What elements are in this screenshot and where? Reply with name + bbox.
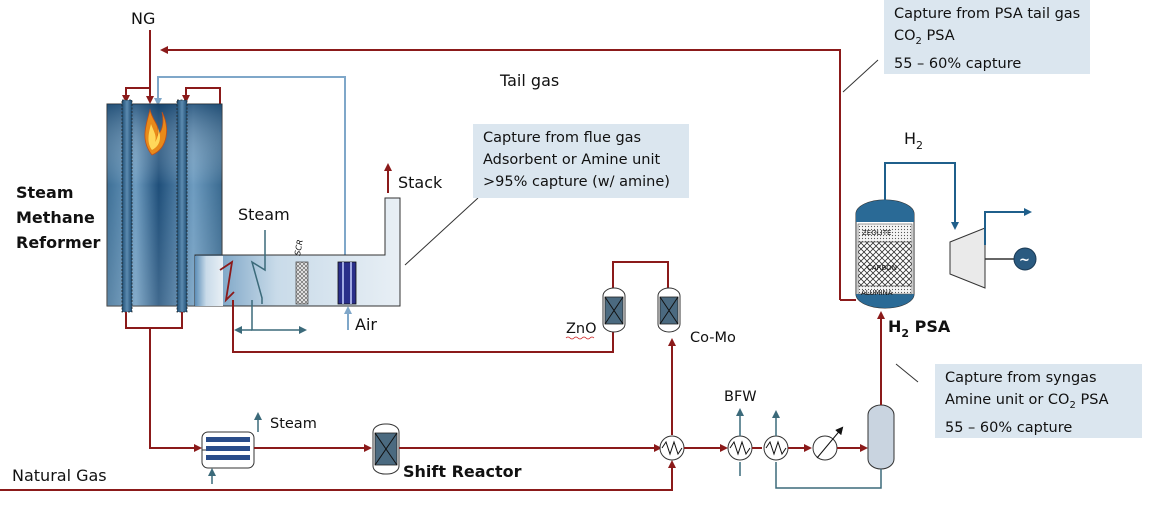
- note-syngas-line2-pre: Amine unit or CO: [945, 392, 1070, 408]
- tail-gas-line: [160, 46, 841, 300]
- bfw-label: BFW: [724, 389, 757, 405]
- como-vessel: [657, 287, 681, 333]
- cooling-exchanger: [763, 435, 789, 461]
- h2-psa-label: H2 PSA: [888, 317, 951, 340]
- note-psa-tail-line2-pre: CO: [894, 28, 916, 44]
- zno-label: ZnO: [566, 321, 597, 337]
- reformer-outlet-line: [149, 328, 202, 452]
- desulf-return-line: [232, 300, 614, 353]
- h2-label-sub: 2: [916, 139, 923, 152]
- callout-line-flue: [404, 197, 479, 266]
- combustion-air-line: [154, 76, 346, 262]
- knockout-drum: [867, 404, 895, 470]
- smr-label-line3: Reformer: [16, 233, 101, 252]
- h2-label-main: H: [904, 129, 916, 148]
- condensate-line: [775, 462, 882, 489]
- tail-gas-label: Tail gas: [499, 71, 559, 90]
- note-syngas-line2-post: PSA: [1075, 392, 1109, 408]
- note-psa-tail-line2: CO2 PSA: [894, 25, 1080, 53]
- shift-reactor-vessel: [372, 423, 400, 475]
- steam-lower-label: Steam: [270, 416, 317, 432]
- steam-upper-label: Steam: [238, 205, 290, 224]
- note-psa-tail-line2-post: PSA: [921, 28, 955, 44]
- callout-line-syngas: [895, 363, 919, 383]
- note-psa-tail-gas: Capture from PSA tail gas CO2 PSA 55 – 6…: [884, 0, 1090, 74]
- note-syngas-line1: Capture from syngas: [945, 370, 1097, 386]
- shift-reactor-label: Shift Reactor: [403, 462, 522, 481]
- como-label: Co-Mo: [690, 330, 736, 346]
- waste-heat-boiler: [201, 431, 255, 469]
- note-flue-line2: Adsorbent or Amine unit: [483, 152, 661, 168]
- expander-turbine: [949, 227, 986, 289]
- generator-symbol: ~: [1019, 253, 1030, 268]
- note-syngas-line3: 55 – 60% capture: [945, 419, 1073, 436]
- steam-methane-reformer: [106, 99, 223, 313]
- air-label: Air: [355, 315, 377, 334]
- note-psa-tail-line1: Capture from PSA tail gas: [894, 6, 1081, 22]
- h2-product-line: [884, 162, 959, 230]
- h2-psa-label-sub: 2: [901, 327, 909, 340]
- zno-vessel: [602, 287, 626, 333]
- h2-label: H2: [904, 129, 923, 152]
- reformer-bottom-link: [125, 312, 183, 329]
- feed-effluent-exchanger: [659, 435, 685, 461]
- note-flue-line1: Capture from flue gas: [483, 130, 642, 146]
- note-psa-tail-line3: 55 – 60% capture: [894, 55, 1022, 72]
- generator-icon: [1013, 247, 1037, 271]
- scr-unit: [295, 261, 309, 305]
- smr-label-line1: Steam: [16, 183, 74, 202]
- h2-psa-label-suffix: PSA: [909, 317, 951, 336]
- h2-psa-label-main: H: [888, 317, 901, 336]
- steam-coil-upper: [250, 230, 266, 304]
- reformer-feed-right: [122, 87, 150, 103]
- trim-cooler: [812, 426, 844, 461]
- callout-line-psa-tail: [842, 59, 879, 93]
- note-syngas-line2-sub: 2: [1069, 399, 1076, 411]
- natural-gas-line: [0, 460, 676, 491]
- note-syngas: Capture from syngas Amine unit or CO2 PS…: [935, 364, 1142, 438]
- note-flue-gas: Capture from flue gas Adsorbent or Amine…: [473, 124, 689, 198]
- note-psa-tail-line2-sub: 2: [915, 35, 922, 47]
- zeolite-label: ZEOLITE: [862, 229, 891, 237]
- air-preheater-coil: [337, 261, 357, 305]
- h2-psa-vessel: ZEOLITE CARBON ALUMINA: [855, 199, 915, 309]
- natural-gas-label: Natural Gas: [12, 466, 107, 485]
- carbon-label: CARBON: [867, 264, 897, 272]
- note-flue-line3: >95% capture (w/ amine): [483, 174, 670, 190]
- stack-label: Stack: [398, 173, 443, 192]
- feed-preheat-coil: [219, 260, 235, 303]
- ng-label: NG: [131, 9, 155, 28]
- note-syngas-line2: Amine unit or CO2 PSA: [945, 389, 1132, 417]
- bfw-exchanger: [727, 435, 753, 461]
- smr-label-line2: Methane: [16, 208, 95, 227]
- alumina-label: ALUMINA: [861, 289, 893, 297]
- scr-label: SCR: [293, 239, 305, 257]
